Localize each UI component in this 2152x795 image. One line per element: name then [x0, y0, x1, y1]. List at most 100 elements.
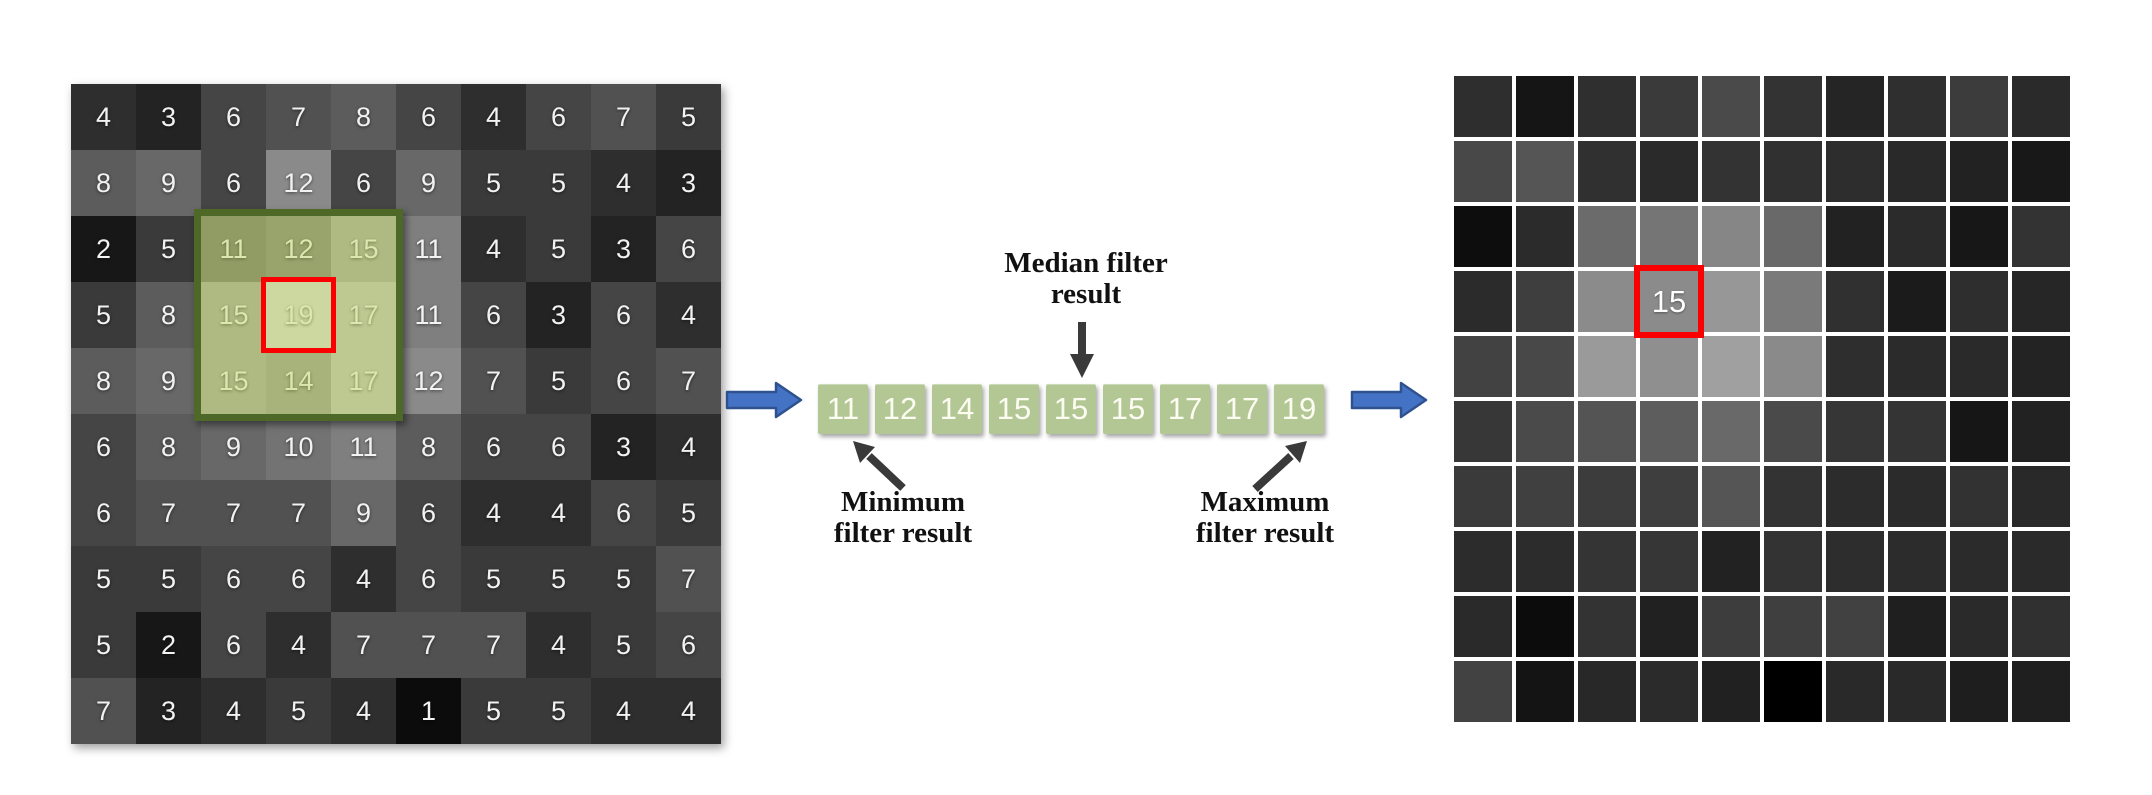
right-grid-cell	[1950, 206, 2008, 267]
left-grid-cell: 6	[331, 150, 396, 216]
left-grid-cell: 5	[71, 612, 136, 678]
sorted-value-box: 15	[989, 384, 1039, 434]
right-grid-cell	[1702, 76, 1760, 137]
right-grid-cell	[1640, 76, 1698, 137]
right-grid-cell	[1578, 401, 1636, 462]
median-filter-label: Median filter result	[976, 248, 1196, 310]
right-grid-cell	[1640, 401, 1698, 462]
left-grid-cell: 9	[331, 480, 396, 546]
left-grid-cell: 17	[331, 348, 396, 414]
median-filter-label-line2: result	[1050, 278, 1122, 310]
right-grid-cell	[1702, 206, 1760, 267]
right-grid-cell	[1888, 401, 1946, 462]
left-grid-cell: 8	[71, 150, 136, 216]
left-grid-cell: 7	[396, 612, 461, 678]
right-grid-cell	[1950, 336, 2008, 397]
minimum-filter-label-line2: filter result	[833, 517, 973, 549]
right-grid-cell	[1516, 271, 1574, 332]
left-grid-cell: 17	[331, 282, 396, 348]
left-grid-cell: 5	[526, 546, 591, 612]
right-grid-cell	[1516, 596, 1574, 657]
right-grid-cell	[1764, 141, 1822, 202]
left-grid-cell: 5	[136, 546, 201, 612]
right-grid-cell	[1702, 401, 1760, 462]
right-grid-cell	[1888, 531, 1946, 592]
left-grid-cell: 6	[461, 414, 526, 480]
left-grid-cell: 7	[656, 348, 721, 414]
right-grid-cell	[1888, 661, 1946, 722]
right-grid-cell	[2012, 141, 2070, 202]
left-grid-cell: 5	[71, 546, 136, 612]
left-grid-cell: 15	[201, 282, 266, 348]
right-grid-cell	[1888, 141, 1946, 202]
noisy-pixel-red-box	[261, 277, 336, 353]
left-grid-cell: 4	[71, 84, 136, 150]
left-grid-cell: 3	[136, 84, 201, 150]
right-grid-cell	[1950, 531, 2008, 592]
min-arrow-icon	[853, 441, 906, 491]
left-grid-cell: 2	[71, 216, 136, 282]
left-grid-cell: 5	[591, 546, 656, 612]
right-grid-cell	[1578, 76, 1636, 137]
right-grid-cell	[1516, 141, 1574, 202]
maximum-filter-label: Maximum filter result	[1155, 487, 1375, 549]
right-grid-cell	[1826, 401, 1884, 462]
median-result-red-box: 15	[1634, 265, 1704, 338]
left-grid-cell: 4	[331, 546, 396, 612]
left-grid-cell: 9	[396, 150, 461, 216]
left-grid-cell: 5	[656, 84, 721, 150]
left-grid-cell: 11	[396, 216, 461, 282]
left-grid-cell: 5	[461, 546, 526, 612]
right-grid-cell	[2012, 401, 2070, 462]
sorted-value-box: 12	[875, 384, 925, 434]
right-grid-cell	[1702, 271, 1760, 332]
left-grid-cell: 8	[136, 282, 201, 348]
right-grid-cell	[1454, 661, 1512, 722]
right-grid-cell	[1950, 271, 2008, 332]
left-grid-cell: 4	[461, 84, 526, 150]
left-grid-cell: 6	[656, 216, 721, 282]
left-grid-cell: 7	[461, 612, 526, 678]
right-grid-cell	[1888, 206, 1946, 267]
left-grid-cell: 14	[266, 348, 331, 414]
left-grid-cell: 5	[136, 216, 201, 282]
left-grid-cell: 6	[656, 612, 721, 678]
left-grid-cell: 3	[656, 150, 721, 216]
right-grid-cell	[1826, 206, 1884, 267]
right-grid-cell	[1702, 466, 1760, 527]
right-grid-cell	[1826, 76, 1884, 137]
left-grid-cell: 15	[331, 216, 396, 282]
left-grid-cell: 9	[136, 348, 201, 414]
right-grid-cell	[1950, 596, 2008, 657]
left-grid-cell: 6	[201, 84, 266, 150]
left-grid-cell: 4	[201, 678, 266, 744]
right-grid-cell	[1516, 206, 1574, 267]
right-grid-cell	[1578, 596, 1636, 657]
right-grid-cell	[1950, 661, 2008, 722]
right-grid-cell	[1516, 336, 1574, 397]
left-grid-cell: 7	[656, 546, 721, 612]
right-grid-cell	[1516, 401, 1574, 462]
sorted-value-box: 17	[1160, 384, 1210, 434]
right-grid-cell	[1640, 531, 1698, 592]
left-grid-cell: 12	[266, 150, 331, 216]
left-grid-cell: 4	[656, 282, 721, 348]
left-grid-cell: 6	[201, 546, 266, 612]
left-grid-cell: 6	[396, 84, 461, 150]
right-grid-cell	[1826, 596, 1884, 657]
right-grid-cell	[1702, 141, 1760, 202]
right-grid-cell	[1826, 141, 1884, 202]
left-grid-cell: 4	[591, 678, 656, 744]
left-grid-cell: 4	[526, 480, 591, 546]
right-grid-cell	[1764, 271, 1822, 332]
left-grid-cell: 5	[461, 678, 526, 744]
left-grid-cell: 6	[396, 546, 461, 612]
left-grid-cell: 7	[461, 348, 526, 414]
left-grid-cell: 11	[201, 216, 266, 282]
left-grid-cell: 8	[71, 348, 136, 414]
right-grid-cell	[1578, 336, 1636, 397]
left-grid-cell: 9	[136, 150, 201, 216]
right-grid-cell	[2012, 531, 2070, 592]
